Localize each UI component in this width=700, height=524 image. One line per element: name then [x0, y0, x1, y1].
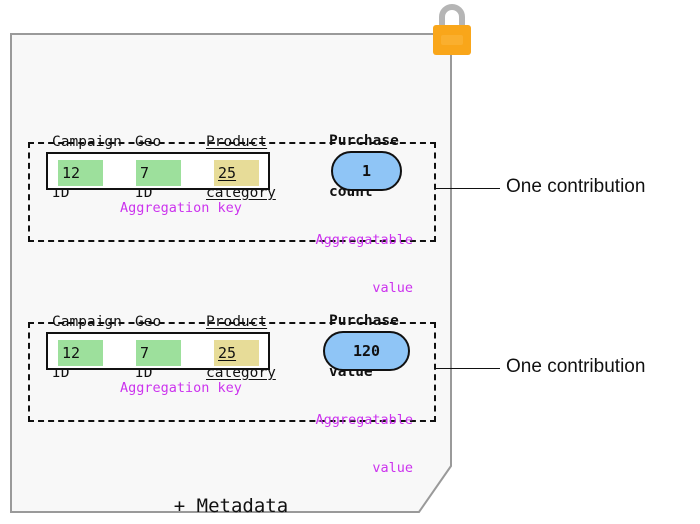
key-cell-campaign-id: 12 — [58, 160, 103, 186]
aggregation-key-box-2: 12 7 25 — [46, 332, 270, 370]
key-cell-value: 25 — [218, 164, 237, 182]
aggregatable-value-pill-1: 1 — [331, 151, 402, 191]
key-cell-value: 25 — [218, 344, 237, 362]
header-line1: Purchase — [329, 313, 399, 329]
aggregatable-report-card: Campaign ID Geo ID Product category Purc… — [10, 33, 452, 517]
metadata-label: + Metadata — [173, 495, 289, 517]
key-cell-product-category: 25 — [214, 160, 259, 186]
aggregation-key-annotation-2: Aggregation key — [120, 380, 242, 396]
callout-label-1: One contribution — [506, 176, 646, 197]
lock-icon — [433, 4, 471, 55]
key-cell-product-category: 25 — [214, 340, 259, 366]
callout-leader-line-2 — [436, 368, 500, 369]
key-cell-geo-id: 7 — [136, 160, 181, 186]
annotation-line2: value — [372, 280, 413, 296]
callout-leader-line-1 — [436, 188, 500, 189]
callout-label-2: One contribution — [506, 356, 646, 377]
annotation-line2: value — [372, 460, 413, 476]
contribution-box-1 — [28, 142, 436, 242]
contribution-box-2 — [28, 322, 436, 422]
header-line1: Purchase — [329, 133, 399, 149]
aggregation-key-annotation-1: Aggregation key — [120, 200, 242, 216]
annotation-line1: Aggregatable — [315, 232, 413, 248]
aggregation-key-box-1: 12 7 25 — [46, 152, 270, 190]
key-cell-geo-id: 7 — [136, 340, 181, 366]
aggregatable-value-annotation-1: Aggregatable value — [291, 200, 413, 328]
aggregatable-value-annotation-2: Aggregatable value — [291, 380, 413, 508]
key-cell-campaign-id: 12 — [58, 340, 103, 366]
annotation-line1: Aggregatable — [315, 412, 413, 428]
aggregatable-value-pill-2: 120 — [323, 331, 410, 371]
